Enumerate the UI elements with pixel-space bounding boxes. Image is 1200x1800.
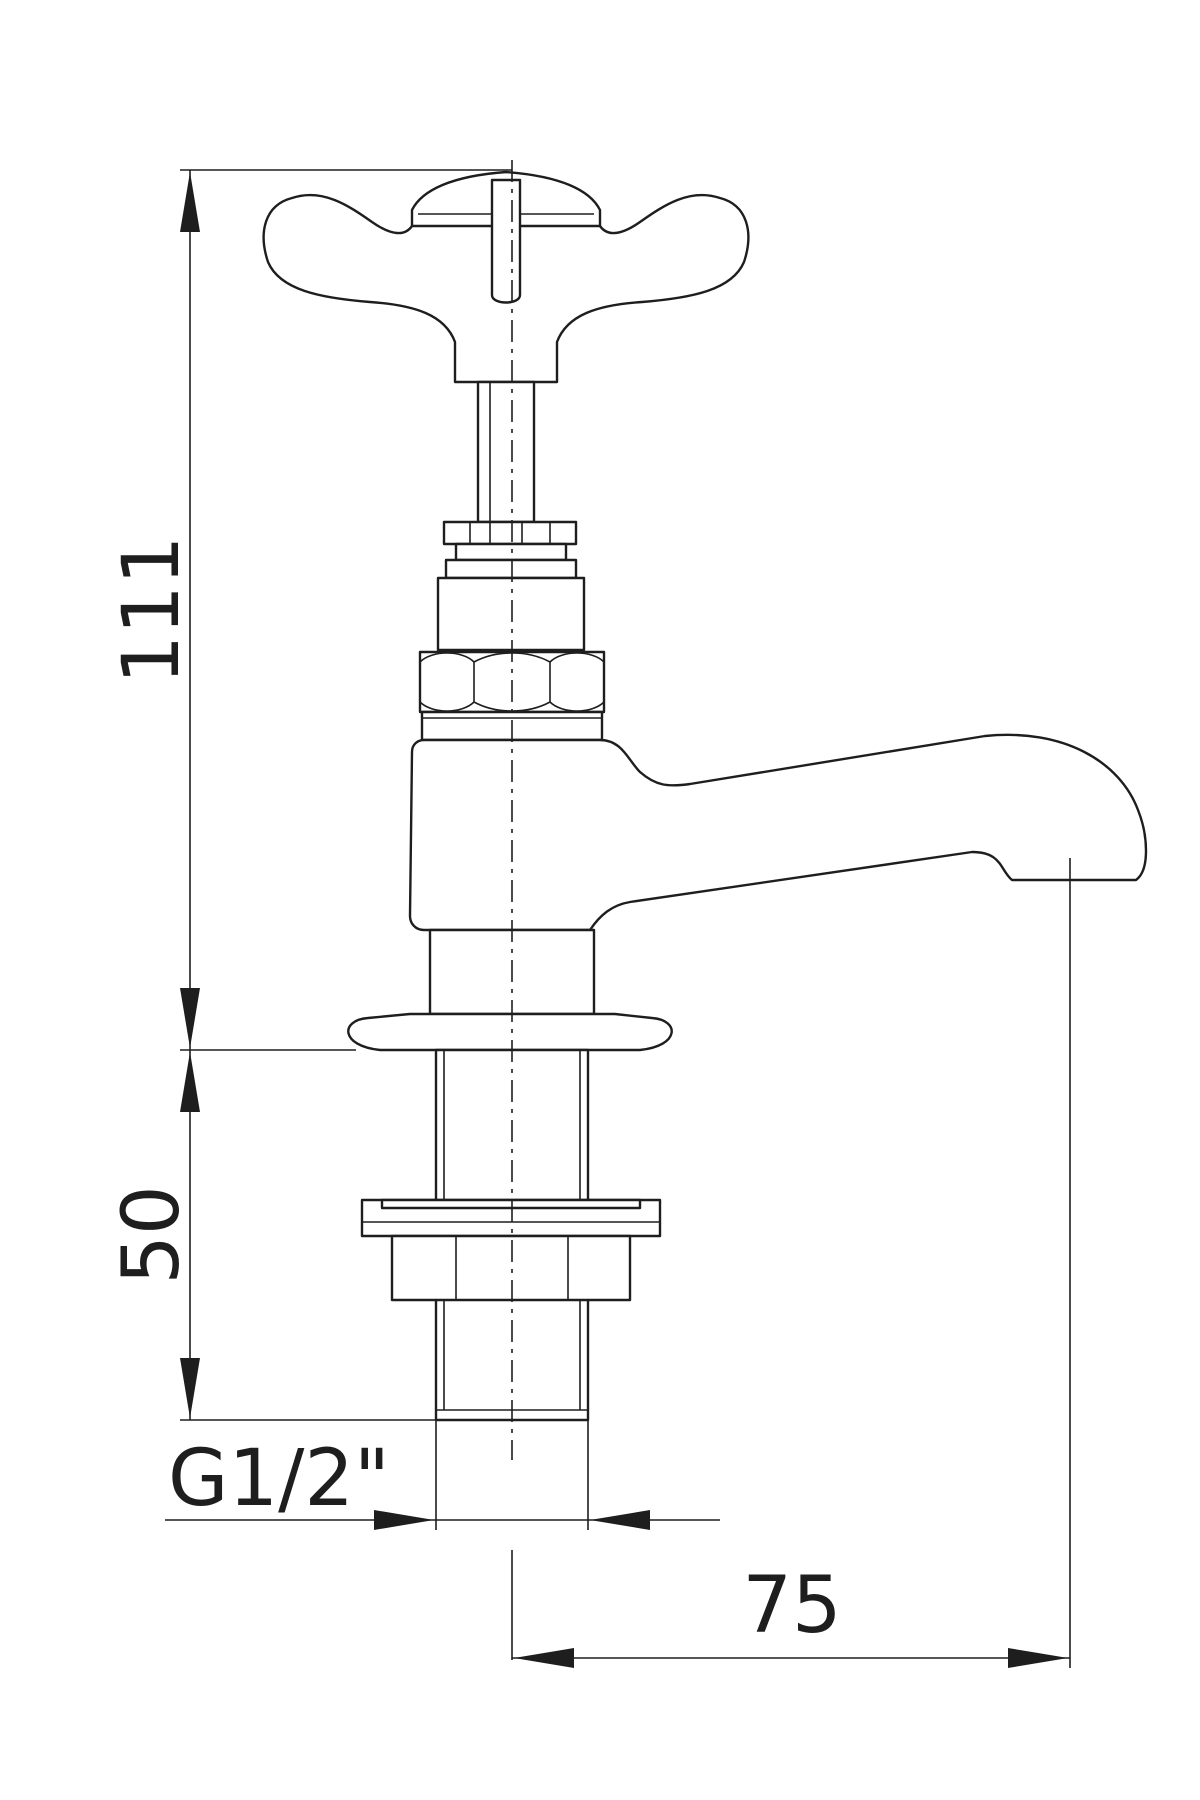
arrow-down-icon: [180, 988, 200, 1048]
arrow-left-icon: [590, 1510, 650, 1530]
arrow-up-icon: [180, 172, 200, 232]
cross-head-handle: [262, 170, 750, 384]
dimension-shank: 50: [107, 1050, 436, 1421]
dimension-projection-label: 75: [742, 1561, 841, 1651]
arrow-up-icon: [180, 1052, 200, 1112]
spindle: [476, 380, 536, 524]
dimension-thread-label: G1/2": [168, 1434, 390, 1524]
dimension-height: 111: [107, 169, 512, 1051]
dimension-thread: G1/2": [165, 1420, 720, 1530]
dimension-projection: 75: [512, 858, 1071, 1668]
dimension-shank-label: 50: [107, 1185, 197, 1284]
arrow-left-icon: [514, 1648, 574, 1668]
collar-and-flange: [347, 928, 673, 1052]
body-and-spout: [408, 733, 1148, 932]
arrow-right-icon: [374, 1510, 434, 1530]
dimension-height-label: 111: [107, 536, 197, 685]
back-nut: [360, 1198, 662, 1302]
headwork: [418, 520, 606, 742]
arrow-down-icon: [180, 1358, 200, 1418]
arrow-right-icon: [1008, 1648, 1068, 1668]
